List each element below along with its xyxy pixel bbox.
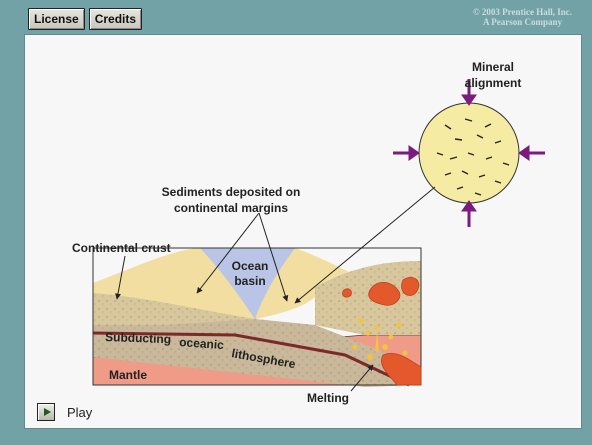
copyright-line-2: A Pearson Company (473, 17, 572, 27)
subducting-label: Subducting (105, 330, 171, 346)
sediments-label-1: Sediments deposited on (162, 185, 301, 199)
sediments-label-2: continental margins (174, 201, 288, 215)
copyright-line-1: © 2003 Prentice Hall, Inc. (473, 7, 572, 17)
play-button[interactable] (37, 403, 55, 421)
mantle-label: Mantle (109, 368, 147, 382)
mineral-label-1: Mineral (472, 60, 514, 74)
play-icon (44, 408, 51, 416)
subduction-diagram: Mineral alignment Sediments deposited on… (25, 35, 581, 428)
content-panel: Mineral alignment Sediments deposited on… (24, 34, 582, 429)
ocean-label-1: Ocean (232, 259, 269, 273)
toolbar: License Credits (28, 8, 142, 32)
credits-button[interactable]: Credits (89, 8, 142, 30)
license-button[interactable]: License (28, 8, 85, 30)
ocean-label-2: basin (234, 274, 265, 288)
continental-crust-label: Continental crust (72, 241, 171, 255)
play-control[interactable]: Play (37, 403, 92, 421)
mineral-label-2: alignment (465, 76, 522, 90)
copyright-notice: © 2003 Prentice Hall, Inc. A Pearson Com… (473, 7, 572, 27)
play-label: Play (67, 405, 92, 420)
melting-label: Melting (307, 391, 349, 405)
